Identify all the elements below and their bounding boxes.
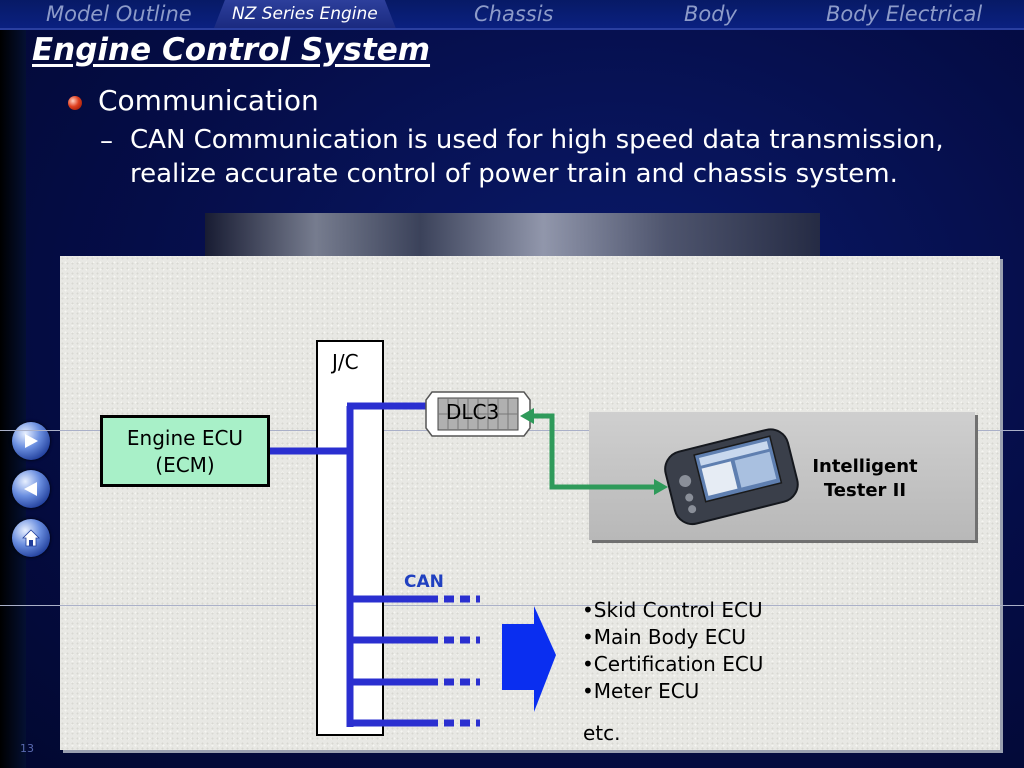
section-heading: Communication: [98, 84, 319, 117]
list-item: •Certification ECU: [582, 652, 764, 676]
ecu-list-arrow-icon: [502, 606, 556, 712]
tab-body[interactable]: Body: [684, 2, 738, 26]
tab-model-outline[interactable]: Model Outline: [46, 2, 192, 26]
list-item: •Skid Control ECU: [582, 598, 763, 622]
ecu-label-line1: Engine ECU: [126, 426, 244, 450]
intelligent-tester-icon: [664, 428, 799, 526]
ecu-label-line2: (ECM): [155, 453, 215, 477]
home-button[interactable]: [12, 519, 50, 557]
jc-label: J/C: [332, 350, 359, 374]
tab-chassis[interactable]: Chassis: [474, 2, 554, 26]
bullet-icon: [68, 96, 82, 110]
engine-ecu-box: Engine ECU (ECM): [100, 415, 270, 487]
next-slide-button[interactable]: [12, 422, 50, 460]
sub-bullet-dash: –: [100, 126, 113, 156]
car-photo: [205, 213, 820, 258]
body-text: CAN Communication is used for high speed…: [130, 125, 944, 189]
tab-body-electrical[interactable]: Body Electrical: [826, 2, 983, 26]
previous-slide-button[interactable]: [12, 470, 50, 508]
etc-label: etc.: [583, 721, 621, 745]
dlc3-label: DLC3: [446, 400, 500, 424]
arrow-left-icon: [24, 482, 37, 496]
top-nav: Model Outline NZ Series Engine Chassis B…: [0, 0, 1024, 30]
page-number: 13: [20, 742, 34, 755]
dlc3-connector-icon: [425, 391, 531, 437]
link-arrow-right-icon: [654, 479, 668, 495]
left-band: [0, 30, 26, 768]
guide-line-bottom: [0, 605, 1024, 606]
home-icon: [22, 529, 40, 547]
tester-label-line2: Tester II: [823, 480, 907, 501]
tab-nz-series-engine[interactable]: NZ Series Engine: [214, 0, 396, 28]
list-item: •Main Body ECU: [582, 625, 746, 649]
tester-link-line: [530, 413, 660, 490]
arrow-right-icon: [25, 434, 38, 448]
tester-label-line1: Intelligent: [812, 456, 918, 477]
link-arrow-left-icon: [520, 408, 534, 424]
slide-title: Engine Control System: [32, 32, 431, 68]
can-label: CAN: [404, 572, 444, 592]
list-item: •Meter ECU: [582, 679, 700, 703]
tester-label: Intelligent Tester II: [800, 455, 930, 503]
ecu-list: •Skid Control ECU •Main Body ECU •Certif…: [582, 597, 763, 705]
